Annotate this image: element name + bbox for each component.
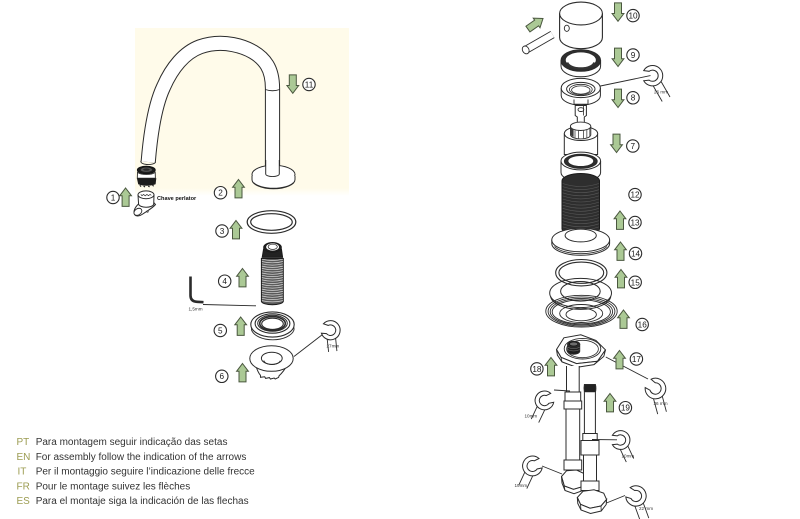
svg-text:Para el montaje siga la indica: Para el montaje siga la indicación de la… bbox=[36, 496, 249, 507]
svg-text:17: 17 bbox=[632, 355, 642, 364]
svg-text:Para montagem seguir indicação: Para montagem seguir indicação das setas bbox=[36, 437, 228, 448]
svg-text:22 mm: 22 mm bbox=[639, 506, 653, 511]
svg-text:10: 10 bbox=[628, 12, 638, 21]
svg-text:Per il montaggio seguire l’ind: Per il montaggio seguire l’indicazione d… bbox=[36, 467, 255, 478]
svg-text:19mm: 19mm bbox=[515, 483, 528, 488]
svg-text:36 mm: 36 mm bbox=[654, 401, 668, 406]
svg-text:11: 11 bbox=[305, 81, 314, 90]
svg-text:10mm: 10mm bbox=[622, 454, 635, 459]
svg-text:13: 13 bbox=[630, 219, 640, 228]
svg-text:18: 18 bbox=[532, 365, 542, 374]
svg-text:8: 8 bbox=[631, 94, 636, 103]
svg-text:4: 4 bbox=[222, 277, 227, 286]
svg-text:10mm: 10mm bbox=[525, 414, 538, 419]
svg-text:27mm: 27mm bbox=[327, 344, 340, 349]
svg-text:3: 3 bbox=[220, 227, 225, 236]
svg-text:15: 15 bbox=[631, 278, 641, 287]
svg-text:16: 16 bbox=[638, 321, 648, 330]
svg-text:5: 5 bbox=[218, 326, 223, 335]
svg-text:Chave perlator: Chave perlator bbox=[157, 196, 197, 202]
svg-text:9: 9 bbox=[631, 51, 636, 60]
svg-text:IT: IT bbox=[18, 467, 27, 478]
svg-text:19: 19 bbox=[621, 404, 631, 413]
svg-text:12: 12 bbox=[630, 191, 640, 200]
svg-text:For assembly follow the indica: For assembly follow the indication of th… bbox=[36, 452, 247, 463]
svg-text:1,5mm: 1,5mm bbox=[189, 307, 203, 312]
svg-text:26 mm: 26 mm bbox=[654, 90, 668, 95]
svg-text:6: 6 bbox=[220, 372, 225, 381]
svg-text:EN: EN bbox=[17, 452, 31, 463]
svg-text:ES: ES bbox=[17, 496, 31, 507]
svg-text:PT: PT bbox=[17, 437, 30, 448]
svg-text:2: 2 bbox=[218, 189, 223, 198]
svg-text:14: 14 bbox=[631, 250, 641, 259]
svg-text:7: 7 bbox=[631, 142, 636, 151]
svg-text:FR: FR bbox=[17, 481, 30, 492]
svg-text:1: 1 bbox=[111, 193, 116, 202]
svg-text:Pour le montage suivez les flè: Pour le montage suivez les flèches bbox=[36, 481, 191, 492]
